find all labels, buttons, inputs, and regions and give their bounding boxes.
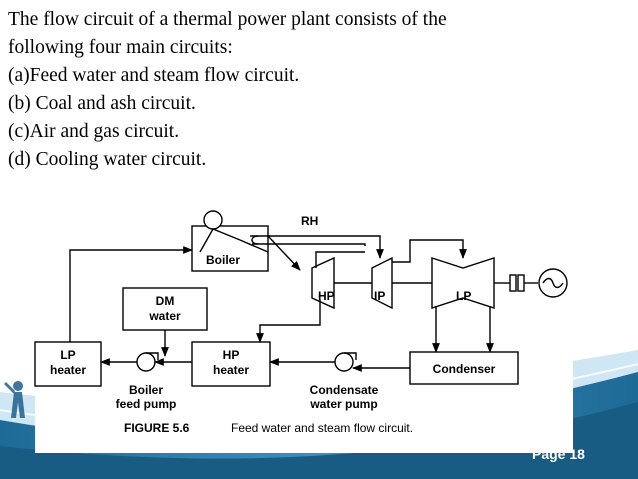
lp-heater-box bbox=[34, 341, 102, 387]
caption-label: FIGURE 5.6 bbox=[124, 421, 190, 435]
label-condensate-pump-1: Condensate bbox=[310, 383, 379, 397]
label-hp: HP bbox=[318, 289, 335, 303]
figure-person-icon bbox=[4, 381, 25, 418]
pipe-hp-extraction bbox=[256, 300, 321, 343]
label-boiler-pump-1: Boiler bbox=[129, 383, 163, 397]
page-number: Page 18 bbox=[532, 446, 585, 462]
label-hp-heater-2: heater bbox=[213, 363, 249, 377]
label-rh: RH bbox=[301, 214, 318, 228]
label-lp-heater-1: LP bbox=[60, 348, 75, 362]
intro-text: The flow circuit of a thermal power plan… bbox=[8, 6, 628, 174]
condensate-pump bbox=[334, 352, 354, 372]
hp-heater-box bbox=[191, 341, 271, 387]
pipe-boiler-hp bbox=[267, 235, 301, 271]
hp-turbine bbox=[311, 256, 335, 310]
label-dm-2: water bbox=[148, 309, 181, 323]
dm-water-box bbox=[122, 287, 208, 331]
boiler-feed-pump bbox=[136, 352, 156, 372]
condenser-box bbox=[409, 351, 519, 385]
lp-turbine bbox=[431, 257, 495, 309]
pipe-ip-lp bbox=[392, 239, 467, 263]
caption-text: Feed water and steam flow circuit. bbox=[231, 421, 413, 435]
label-boiler-pump-2: feed pump bbox=[116, 397, 177, 411]
boiler-box bbox=[191, 225, 269, 272]
label-hp-heater-1: HP bbox=[223, 348, 240, 362]
label-condensate-pump-2: water pump bbox=[309, 397, 377, 411]
text-line-1: The flow circuit of a thermal power plan… bbox=[8, 9, 447, 30]
ip-turbine bbox=[371, 256, 393, 310]
label-dm-1: DM bbox=[156, 294, 175, 308]
text-line-6: (d) Cooling water circuit. bbox=[8, 149, 207, 170]
label-lp: LP bbox=[456, 289, 471, 303]
label-ip: IP bbox=[374, 289, 385, 303]
text-line-3: (a)Feed water and steam flow circuit. bbox=[8, 65, 300, 86]
pipe-lp-heater-boiler bbox=[69, 246, 193, 342]
text-line-4: (b) Coal and ash circuit. bbox=[8, 93, 196, 114]
rh-loop-outer bbox=[250, 235, 381, 238]
label-lp-heater-2: heater bbox=[50, 363, 86, 377]
label-boiler: Boiler bbox=[206, 253, 240, 267]
text-line-2: following four main circuits: bbox=[8, 37, 233, 58]
rh-loop-inner bbox=[252, 243, 366, 246]
text-line-5: (c)Air and gas circuit. bbox=[8, 121, 180, 142]
boiler-drum bbox=[203, 210, 223, 230]
boiler-tubes bbox=[199, 228, 269, 253]
label-condenser: Condenser bbox=[433, 362, 496, 376]
